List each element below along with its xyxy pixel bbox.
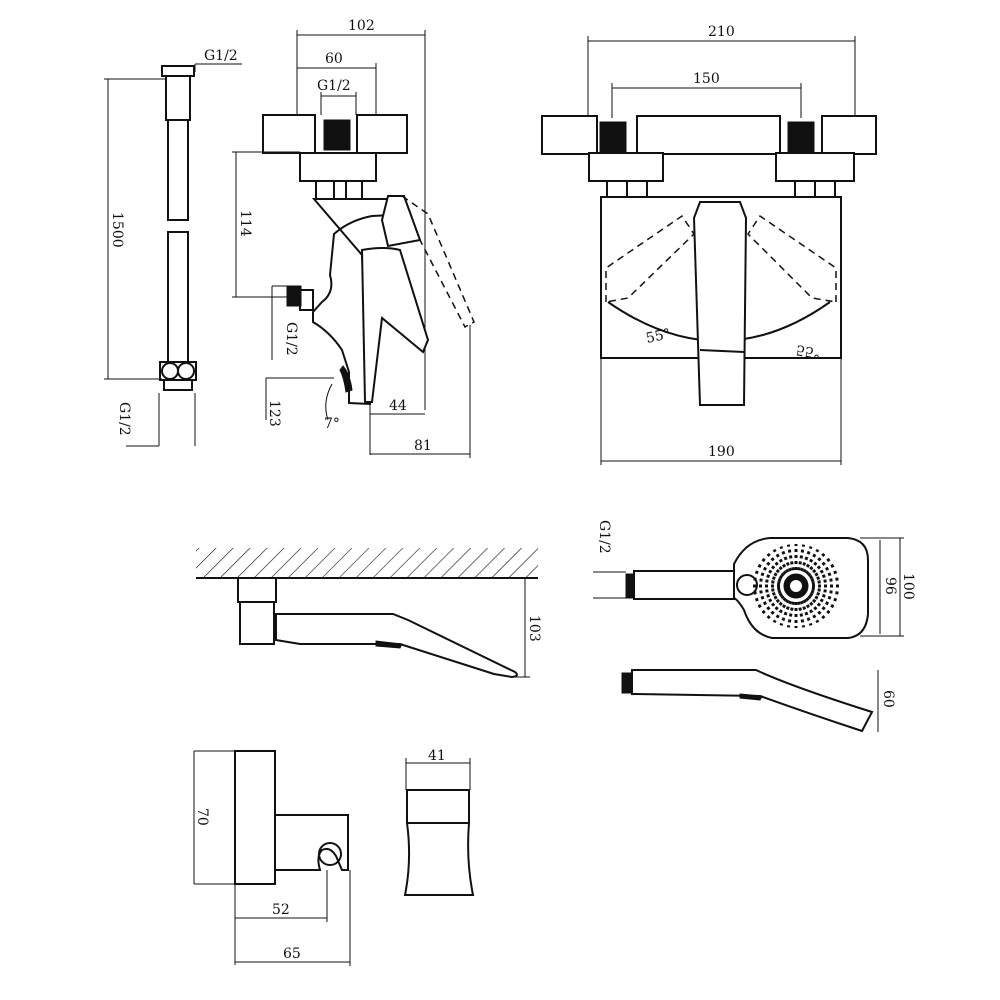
holder-plate	[234, 750, 276, 885]
nozzle-ray	[807, 595, 831, 615]
nozzle-ray	[809, 592, 835, 609]
nozzle-ray	[766, 597, 787, 620]
nozzle-ray	[754, 590, 782, 602]
nozzle-ray	[786, 601, 795, 628]
dim-mixer-outlet-thread: G1/2	[283, 322, 299, 356]
dim-handshower-side-thickness: 60	[880, 690, 896, 708]
nozzle-ray	[805, 597, 826, 620]
front-flange-right	[775, 152, 855, 182]
front-wall-block-right	[821, 115, 877, 155]
dim-front-total-width: 210	[708, 24, 735, 40]
front-wall-block-center	[636, 115, 781, 155]
nozzle-ray	[811, 577, 840, 585]
nozzle-ray	[810, 570, 838, 582]
holder-side-view: 70 52 65	[193, 750, 351, 966]
nozzle-ray	[802, 599, 820, 624]
front-lever	[692, 201, 748, 406]
nozzle-ray	[786, 544, 795, 571]
mixer-spout-outline	[360, 247, 430, 403]
dim-handshower-thread: G1/2	[596, 520, 612, 554]
nozzle-ray	[800, 600, 813, 627]
nozzle-ray	[752, 577, 781, 585]
wall-block-left	[262, 114, 316, 154]
nozzle-ray	[766, 552, 787, 575]
nozzle-ray	[800, 545, 813, 572]
dim-holder-height: 70	[194, 808, 210, 826]
nozzle-ray	[752, 587, 781, 595]
ceiling-hatch	[196, 548, 538, 578]
nozzle-ray	[757, 592, 783, 609]
hose-upper-section	[167, 119, 189, 221]
mixer-flange	[299, 152, 377, 182]
dim-mixer-spout-angle: 7°	[324, 416, 340, 432]
nozzle-ray	[805, 552, 826, 575]
dim-holder-depth-inner: 52	[272, 902, 290, 918]
nozzle-ray	[807, 557, 831, 577]
dim-mixer-overall-depth: 81	[414, 438, 432, 454]
hose-bottom-nut	[159, 361, 197, 391]
nozzle-ray	[810, 590, 838, 602]
dim-spout-height: 103	[526, 615, 542, 642]
nozzle-ray	[779, 600, 792, 627]
nozzle-ray	[779, 545, 792, 572]
mixer-side-view: 102 60 G1/2 114 G1/2	[232, 18, 475, 458]
dim-mixer-inlet-thread: G1/2	[317, 78, 351, 94]
nozzle-ray	[772, 599, 790, 624]
nozzle-ray	[797, 601, 806, 628]
dim-handshower-head-height: 100	[900, 573, 916, 600]
dim-mixer-inlet-width: 60	[325, 51, 343, 67]
front-wall-block-left	[541, 115, 598, 155]
dim-mixer-outlet-height: 114	[237, 210, 253, 237]
nozzle-ray	[761, 557, 785, 577]
mixer-lever	[380, 195, 422, 248]
dim-hose-length: 1500	[109, 212, 125, 248]
wall-block-right	[356, 114, 408, 154]
dim-front-inlet-spacing: 150	[693, 71, 720, 87]
dim-front-lever-angle-left: 55°	[645, 326, 673, 347]
inlet-thread-block	[323, 119, 351, 151]
nozzle-ray	[811, 587, 840, 595]
nozzle-ray	[772, 548, 790, 573]
nozzle-ray	[802, 548, 820, 573]
nozzle-ray	[754, 570, 782, 582]
spout-tip	[339, 365, 353, 393]
holder-cradle	[274, 814, 349, 871]
mixer-body	[311, 198, 392, 406]
dim-holder-depth-total: 65	[283, 946, 301, 962]
dim-holder-width: 41	[428, 748, 446, 764]
spout-side-view: 103	[196, 548, 542, 679]
holder-front-view: 41	[403, 748, 475, 896]
dim-mixer-spout-height: 123	[266, 400, 282, 427]
nozzle-ray	[757, 563, 783, 580]
front-flange-left	[588, 152, 664, 182]
dim-mixer-spout-depth: 44	[389, 398, 407, 414]
nozzle-ray	[797, 544, 806, 571]
hose-lower-section	[167, 231, 189, 365]
hand-shower-view: G1/2 96 100 60	[593, 520, 916, 733]
dim-hose-thread-top: G1/2	[204, 48, 238, 64]
dim-front-body-width: 190	[708, 444, 735, 460]
shower-hose-view: G1/2 1500 G1/2	[104, 48, 242, 447]
holder-front-body	[403, 822, 475, 896]
dim-mixer-depth-total: 102	[348, 18, 375, 34]
nozzle-ray	[809, 563, 835, 580]
nozzle-ray	[761, 595, 785, 615]
mixer-front-view: 210 150 55° 55° 190	[541, 24, 877, 465]
dim-handshower-face-height: 96	[882, 577, 898, 595]
shower-nozzle-rays	[752, 544, 840, 628]
dim-hose-thread-bottom: G1/2	[116, 402, 132, 436]
dim-front-lever-angle-right: 55°	[795, 341, 822, 361]
